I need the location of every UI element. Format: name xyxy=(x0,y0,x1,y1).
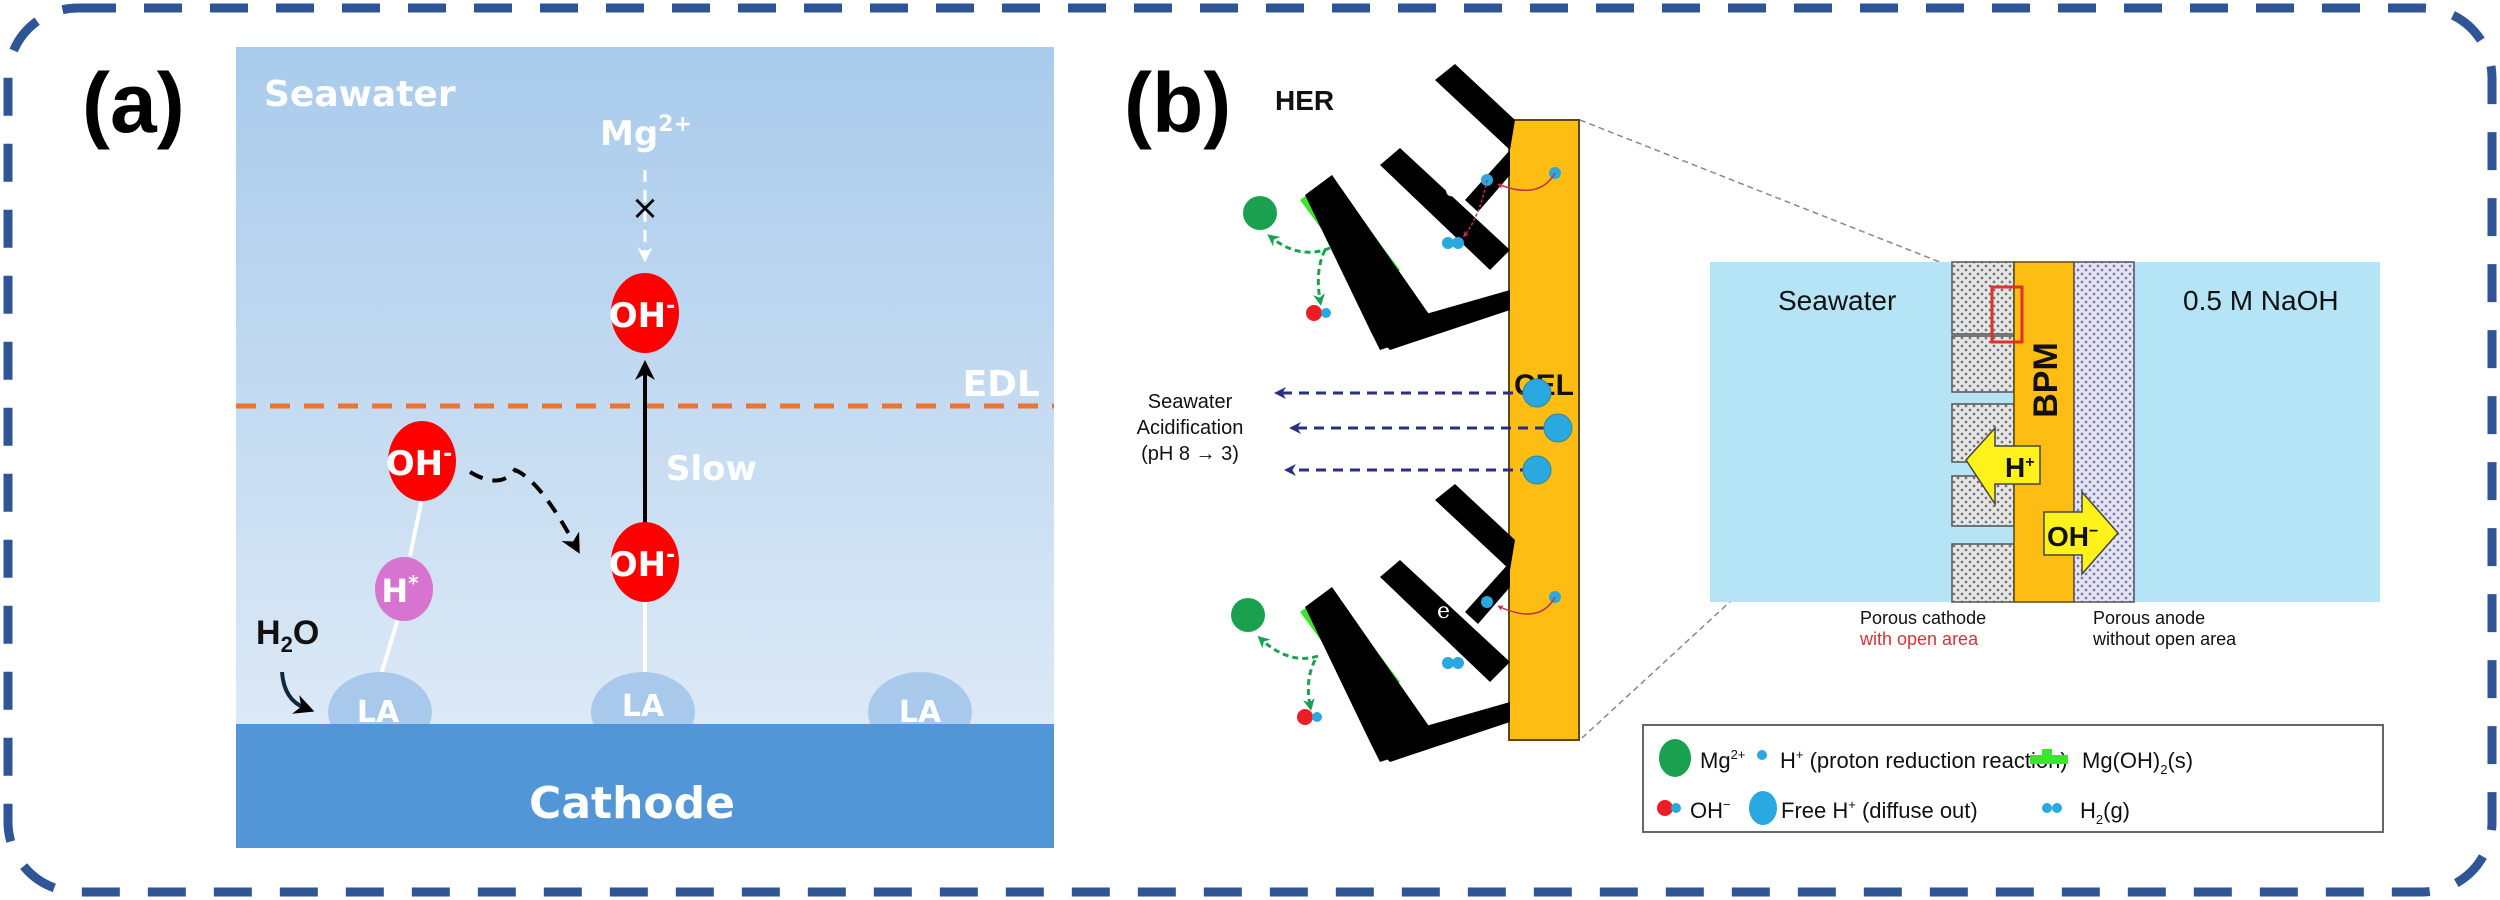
panel-a: (a) Seawater EDL Slow Cathode Mg2+ × OH-… xyxy=(82,47,1054,848)
slow-label: Slow xyxy=(666,449,757,489)
svg-text:OH−: OH− xyxy=(2047,521,2098,552)
oh-ion-bottom: OH- xyxy=(609,522,679,602)
her-label: HER xyxy=(1275,85,1334,116)
legend-item-h2: H2(g) xyxy=(2042,798,2130,827)
panel-a-label: (a) xyxy=(82,56,185,150)
water-arrow xyxy=(280,671,315,714)
bond-h-oh xyxy=(408,497,424,557)
svg-text:LA: LA xyxy=(622,689,665,724)
mg-ion-label: Mg2+ xyxy=(600,112,692,154)
cathode-caption-1: Porous cathode xyxy=(1860,608,1986,628)
cathode-label: Cathode xyxy=(529,778,735,829)
zoom-guide-top xyxy=(1579,119,1961,271)
inset-naoh-label: 0.5 M NaOH xyxy=(2183,285,2339,316)
legend: Mg2+ H+ (proton reduction reaction) Mg(O… xyxy=(1642,724,2384,833)
acidification-line-2: Acidification xyxy=(1137,417,1244,439)
svg-text:OH−: OH− xyxy=(1690,797,1731,823)
acidification-line-1: Seawater xyxy=(1148,391,1233,413)
oh-ion-top: OH- xyxy=(609,273,679,353)
la-site-3: LA xyxy=(860,672,980,764)
water-label: H2O xyxy=(256,614,319,657)
electron-label-bottom: e⁻ xyxy=(1437,599,1462,624)
bond-la1-h xyxy=(378,611,402,679)
legend-item-proton: H+ (proton reduction reaction) xyxy=(1757,747,2068,773)
legend-item-oh: OH− xyxy=(1657,797,1731,823)
catalyst-structure-top: e⁻ xyxy=(1243,64,1561,350)
legend-item-free-h: Free H+ (diffuse out) xyxy=(1749,791,1978,825)
svg-text:H+: H+ xyxy=(2005,452,2035,483)
acidification-arrows xyxy=(1274,378,1573,485)
inset-seawater-label: Seawater xyxy=(1778,285,1896,316)
oh-transfer-arrow xyxy=(468,467,580,554)
svg-text:OH-: OH- xyxy=(609,543,676,585)
svg-text:Mg(OH)2(s): Mg(OH)2(s) xyxy=(2082,748,2193,777)
la-site-2: LA xyxy=(583,672,703,764)
bpm-inset: BPM H+ OH− Seawater 0.5 M NaOH Porous ca… xyxy=(1710,261,2380,649)
svg-text:Free H+ (diffuse out): Free H+ (diffuse out) xyxy=(1781,797,1978,823)
seawater-label: Seawater xyxy=(264,74,456,115)
legend-item-mg: Mg2+ xyxy=(1659,739,1745,777)
acidification-line-3: (pH 8 → 3) xyxy=(1141,443,1239,465)
oh-minus-arrow: OH− xyxy=(2043,490,2119,576)
cathode-edge xyxy=(236,724,1054,730)
catalyst-structure-bottom: e⁻ xyxy=(1231,484,1561,762)
svg-text:H+ (proton reduction reaction): H+ (proton reduction reaction) xyxy=(1780,747,2068,773)
svg-text:Mg2+: Mg2+ xyxy=(1700,747,1745,773)
panel-b: (b) HER CEL e⁻ xyxy=(1124,56,2384,833)
electron-label-top: e⁻ xyxy=(1445,177,1470,202)
svg-text:H2(g): H2(g) xyxy=(2080,798,2130,827)
h-adsorbed: H* xyxy=(375,557,433,621)
panel-b-label: (b) xyxy=(1124,56,1231,150)
svg-text:OH-: OH- xyxy=(386,442,453,484)
bpm-label: BPM xyxy=(2027,342,2065,418)
anode-caption-1: Porous anode xyxy=(2093,608,2205,628)
edl-label: EDL xyxy=(963,364,1040,405)
cathode-caption-2: with open area xyxy=(1859,629,1979,649)
svg-text:H*: H* xyxy=(381,571,419,610)
anode-caption-2: without open area xyxy=(2092,629,2237,649)
blocked-mark: × xyxy=(631,188,660,228)
oh-ion-left: OH- xyxy=(386,421,456,501)
svg-text:OH-: OH- xyxy=(609,294,676,336)
h-plus-arrow: H+ xyxy=(1965,426,2041,507)
zoom-guide-bottom xyxy=(1581,389,1961,739)
legend-item-mgoh2: Mg(OH)2(s) xyxy=(2030,748,2193,777)
